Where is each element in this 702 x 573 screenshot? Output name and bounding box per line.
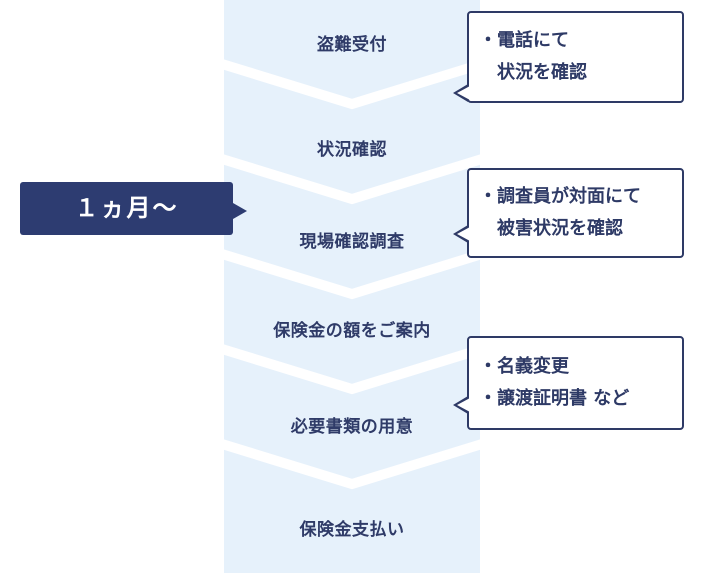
note-item: ・ 調査員が対面にて 被害状況を確認 [469, 181, 682, 245]
note-bullet: ・ [479, 30, 497, 51]
flow-band-background [224, 0, 480, 573]
step-situation-check: 状況確認 [317, 140, 387, 160]
period-badge: １ヵ月〜 [20, 182, 233, 235]
step-claim-amount-guidance: 保険金の額をご案内 [273, 321, 431, 341]
note-item: ・ 名義変更 [469, 351, 682, 383]
step-onsite-investigation: 現場確認調査 [299, 232, 405, 252]
flow-chevrons [220, 59, 484, 490]
note-line: 状況を確認 [497, 62, 587, 83]
chevron-divider-3 [220, 249, 484, 300]
note-line: 調査員が対面にて [497, 186, 641, 207]
note-list: ・ 調査員が対面にて 被害状況を確認 [469, 170, 682, 245]
note-item: ・ 譲渡証明書 など [469, 383, 682, 415]
note-tail-fill [457, 398, 470, 412]
chevron-divider-1 [220, 59, 484, 110]
note-item-text: 名義変更 [497, 356, 569, 377]
note-list: ・ 名義変更 ・ 譲渡証明書 など [469, 338, 682, 415]
note-bullet: ・ [479, 186, 497, 207]
step-prepare-documents: 必要書類の用意 [290, 417, 414, 437]
note-line: 電話にて [497, 30, 569, 51]
chevron-divider-4 [220, 344, 484, 395]
note-phone-check: ・ 電話にて 状況を確認 [453, 11, 684, 103]
chevron-divider-5 [220, 439, 484, 490]
note-line: 被害状況を確認 [497, 218, 623, 239]
step-insurance-payment: 保険金支払い [299, 520, 405, 540]
note-tail-fill [457, 86, 470, 100]
note-item: ・ 電話にて 状況を確認 [469, 25, 682, 89]
note-tail-fill [457, 227, 470, 241]
note-item-text: 譲渡証明書 など [497, 388, 630, 409]
note-list: ・ 電話にて 状況を確認 [469, 13, 682, 89]
period-badge-pointer [233, 203, 247, 219]
note-required-documents: ・ 名義変更 ・ 譲渡証明書 など [453, 336, 684, 430]
note-investigator-check: ・ 調査員が対面にて 被害状況を確認 [453, 168, 684, 258]
note-bullet: ・ [479, 388, 497, 409]
chevron-divider-2 [220, 154, 484, 205]
note-bullet: ・ [479, 356, 497, 377]
step-theft-report: 盗難受付 [317, 35, 387, 55]
